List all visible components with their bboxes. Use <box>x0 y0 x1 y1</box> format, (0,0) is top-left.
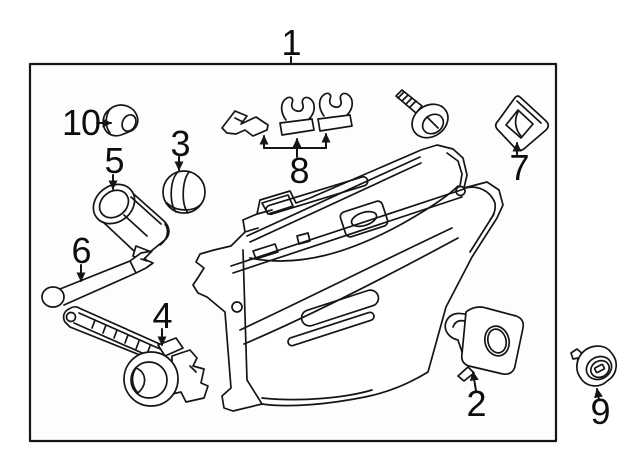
callout-label-8: 8 <box>289 150 309 191</box>
knob-bumper-illustration <box>162 170 206 214</box>
callout-label-4: 4 <box>152 295 172 336</box>
glove-box-assembly-illustration <box>192 144 504 412</box>
callout-label-6: 6 <box>71 230 91 271</box>
callout-label-3: 3 <box>170 123 190 164</box>
leader-bracket-8 <box>263 147 327 158</box>
rod-pin-illustration <box>41 250 154 308</box>
lock-cylinder-illustration <box>570 345 617 387</box>
callout-label-2: 2 <box>466 383 486 424</box>
u-clip-illustration <box>317 92 354 132</box>
callout-label-9: 9 <box>590 391 610 432</box>
callout-label-1: 1 <box>281 22 301 63</box>
callout-label-7: 7 <box>509 147 529 188</box>
cap-plug-illustration <box>102 104 139 137</box>
screw-illustration <box>395 89 449 139</box>
striker-plate-illustration <box>444 306 525 382</box>
leader-arrow-9 <box>594 388 603 401</box>
u-clip-illustration <box>279 96 316 136</box>
callout-label-10: 10 <box>61 102 101 143</box>
callout-label-5: 5 <box>104 140 124 181</box>
leader-arrows <box>76 118 603 401</box>
latch-actuator-illustration <box>62 306 209 407</box>
leader-arrow-2 <box>469 371 479 392</box>
clip-set-illustration <box>221 92 354 137</box>
